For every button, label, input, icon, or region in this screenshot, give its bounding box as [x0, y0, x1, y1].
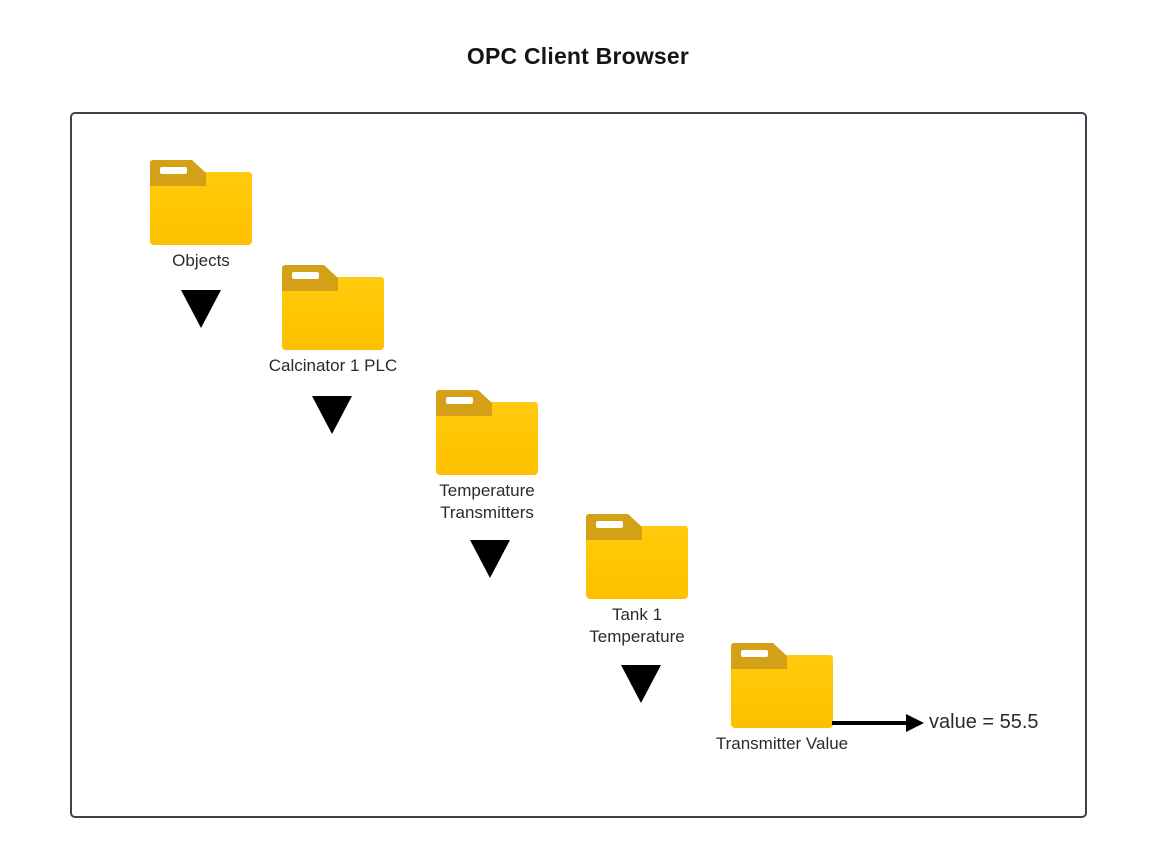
folder-slot	[446, 397, 473, 404]
diagram-frame: Objects Calcinator 1 PLC Temperature Tra…	[70, 112, 1087, 818]
folder-tab	[282, 265, 338, 291]
folder-tab	[731, 643, 787, 669]
folder-slot	[292, 272, 319, 279]
browse-node-calcinator-1-plc[interactable]: Calcinator 1 PLC	[233, 265, 433, 377]
folder-icon	[282, 265, 384, 350]
arrow-head	[906, 714, 924, 732]
browse-node-label: Objects	[172, 251, 230, 270]
folder-tab	[586, 514, 642, 540]
page-title: OPC Client Browser	[466, 43, 690, 69]
browse-node-transmitter-value[interactable]: Transmitter Value	[682, 643, 882, 755]
folder-icon	[436, 390, 538, 475]
folder-icon	[150, 160, 252, 245]
browse-node-label: Tank 1 Temperature	[589, 605, 685, 646]
browse-node-temperature-transmitters[interactable]: Temperature Transmitters	[387, 390, 587, 524]
browse-node-label: Calcinator 1 PLC	[268, 356, 398, 375]
down-arrow-icon	[312, 396, 352, 434]
browse-node-label: Temperature Transmitters	[439, 481, 535, 522]
down-arrow-icon	[470, 540, 510, 578]
folder-slot	[596, 521, 623, 528]
browse-node-label: Transmitter Value	[715, 734, 849, 753]
browse-node-tank-1-temperature[interactable]: Tank 1 Temperature	[537, 514, 737, 648]
down-arrow-icon	[181, 290, 221, 328]
value-readout: value = 55.5	[929, 711, 1039, 733]
value-arrow-icon	[832, 714, 927, 732]
folder-tab	[150, 160, 206, 186]
folder-tab	[436, 390, 492, 416]
folder-icon	[731, 643, 833, 728]
folder-icon	[586, 514, 688, 599]
down-arrow-icon	[621, 665, 661, 703]
arrow-shaft	[832, 721, 908, 725]
folder-slot	[741, 650, 768, 657]
browse-node-objects[interactable]: Objects	[101, 160, 301, 272]
folder-slot	[160, 167, 187, 174]
